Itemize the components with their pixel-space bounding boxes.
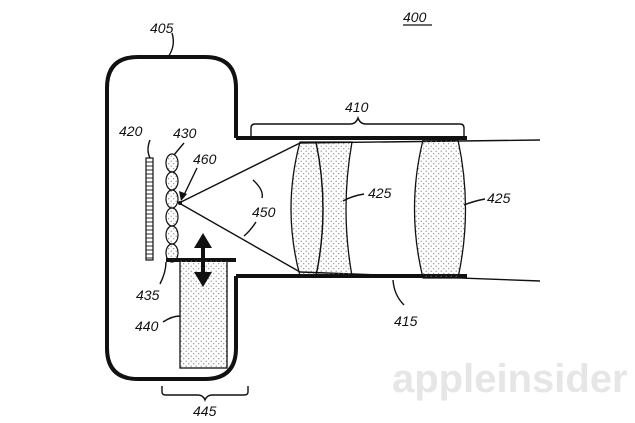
leader-420 [147, 139, 151, 159]
label-440: 440 [135, 318, 159, 334]
label-425-left: 425 [368, 185, 392, 201]
image-sensor [145, 157, 154, 261]
light-cone-bottom [178, 202, 301, 273]
label-405: 405 [150, 20, 174, 36]
leader-435 [159, 261, 167, 285]
leader-460 [182, 167, 198, 198]
label-450: 450 [252, 204, 276, 220]
leader-440 [162, 315, 181, 323]
label-430: 430 [173, 125, 197, 141]
label-420: 420 [119, 123, 143, 139]
leader-450-top [252, 179, 263, 199]
figure-number-label: 400 [403, 9, 427, 25]
camera-body-outline [105, 55, 238, 381]
leader-405 [167, 32, 175, 58]
leader-460-arrowhead [179, 191, 187, 201]
label-460: 460 [193, 151, 217, 167]
leader-425-right [463, 198, 486, 206]
leader-415 [392, 279, 405, 306]
leader-425-left [342, 193, 365, 202]
microlens-array [165, 153, 179, 263]
label-410: 410 [345, 99, 369, 115]
lens-element-1 [290, 141, 324, 277]
label-425-right: 425 [487, 190, 511, 206]
focal-point-dot [178, 201, 182, 205]
double-arrow-icon [194, 233, 212, 287]
watermark-text: appleinsider [392, 357, 628, 401]
label-415: 415 [394, 313, 418, 329]
brace-410 [250, 115, 465, 136]
lens-element-2 [315, 141, 353, 277]
leader-430 [173, 142, 185, 156]
brace-445 [161, 386, 249, 402]
leader-450-bottom [243, 221, 257, 237]
light-cone-top [178, 142, 301, 204]
lens-element-3 [413, 139, 467, 279]
label-435: 435 [136, 287, 160, 303]
label-445: 445 [193, 403, 217, 419]
